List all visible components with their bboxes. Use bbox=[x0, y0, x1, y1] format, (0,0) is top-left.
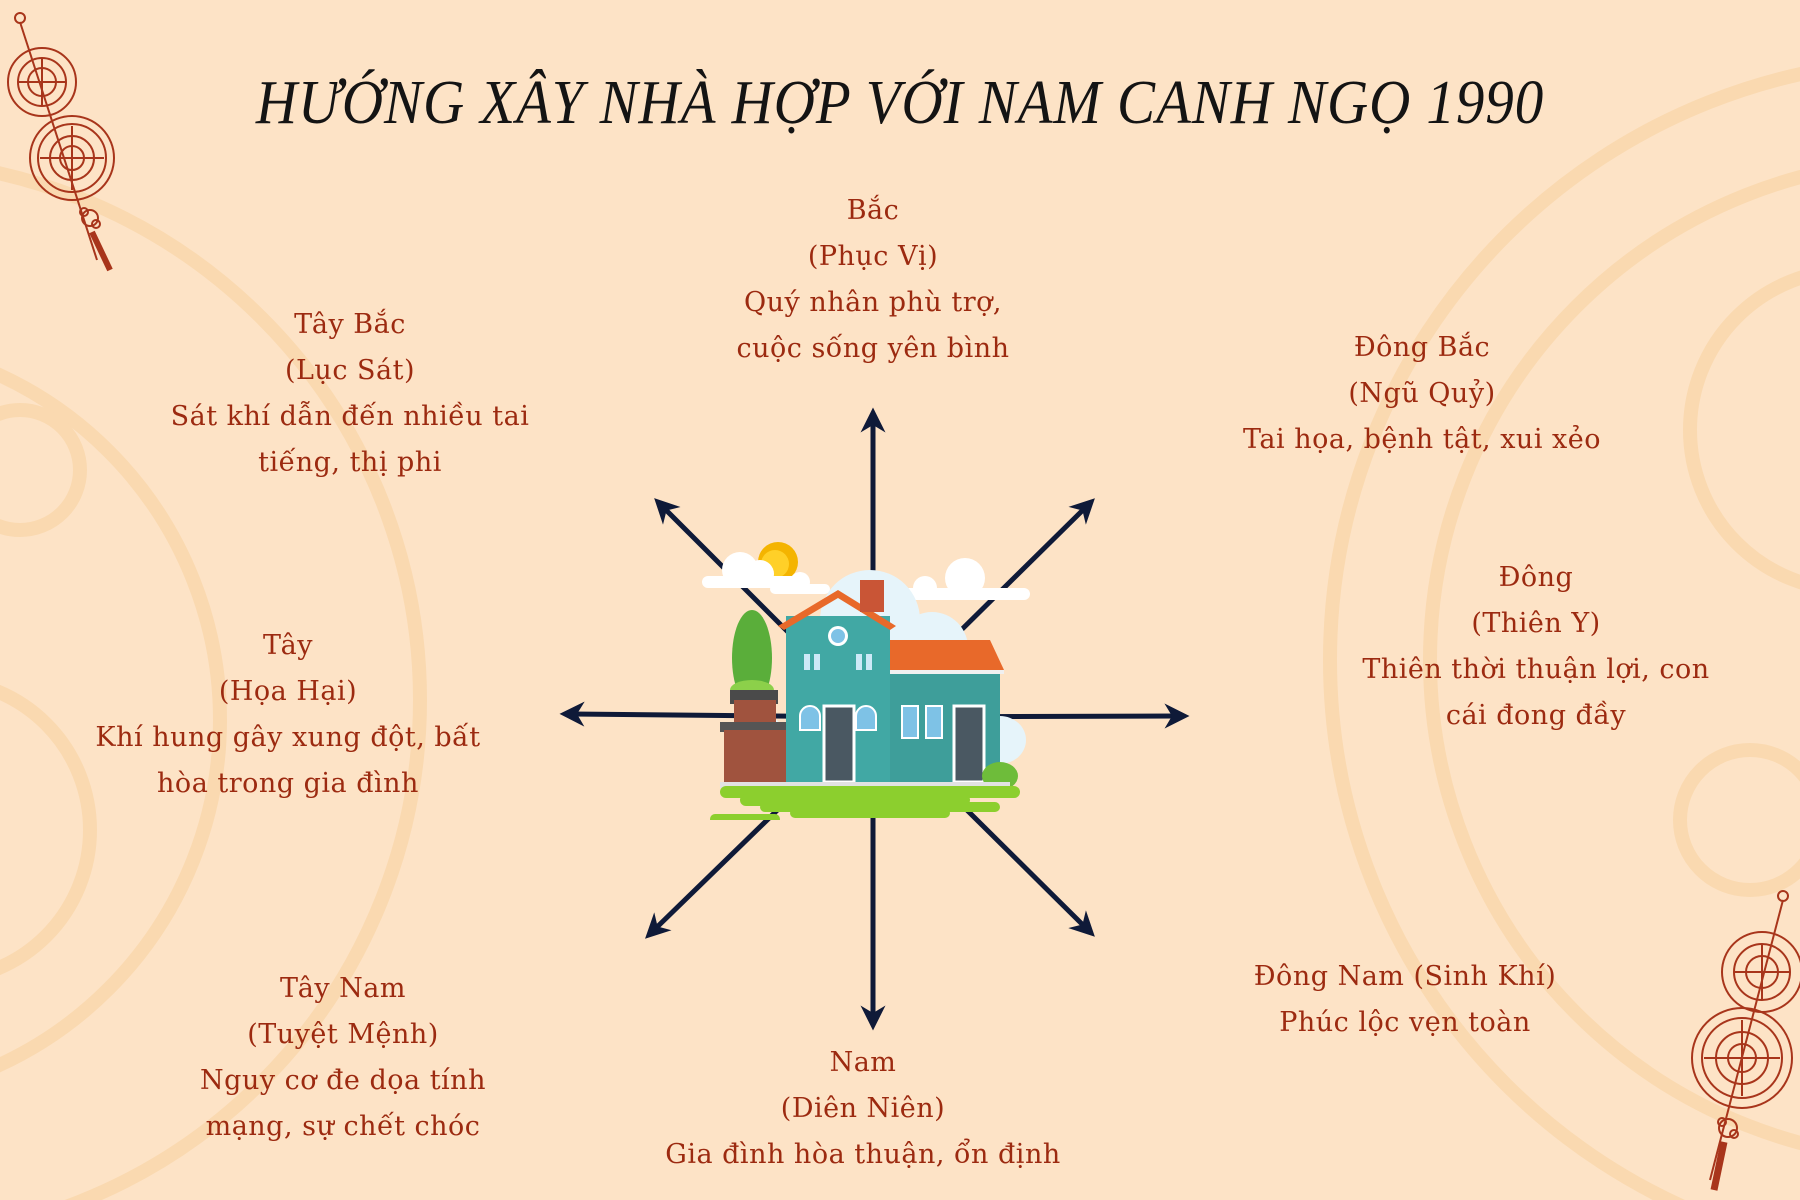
direction-southeast: Đông Nam (Sinh Khí) Phúc lộc vẹn toàn bbox=[1205, 954, 1605, 1046]
direction-northwest: Tây Bắc (Lục Sát) Sát khí dẫn đến nhiều … bbox=[150, 302, 550, 486]
direction-name: Tây bbox=[262, 630, 314, 661]
direction-star: (Họa Hại) bbox=[218, 676, 358, 707]
direction-star: (Tuyệt Mệnh) bbox=[247, 1019, 439, 1050]
direction-name: Đông Nam (Sinh Khí) bbox=[1253, 961, 1557, 992]
direction-desc: Phúc lộc vẹn toàn bbox=[1279, 1007, 1531, 1038]
direction-desc: Sát khí dẫn đến nhiều tai bbox=[170, 401, 530, 432]
direction-star: (Thiên Y) bbox=[1471, 608, 1601, 639]
direction-desc: Quý nhân phù trợ, bbox=[744, 287, 1002, 318]
direction-southwest: Tây Nam (Tuyệt Mệnh) Nguy cơ đe dọa tính… bbox=[143, 966, 543, 1150]
direction-northeast: Đông Bắc (Ngũ Quỷ) Tai họa, bệnh tật, xu… bbox=[1222, 325, 1622, 463]
direction-name: Đông bbox=[1498, 562, 1574, 593]
direction-name: Nam bbox=[829, 1047, 897, 1078]
house-illustration bbox=[702, 542, 1030, 820]
direction-desc: cái đong đầy bbox=[1445, 700, 1627, 731]
direction-name: Tây Nam bbox=[280, 973, 406, 1004]
lantern-ornament-icon bbox=[1691, 890, 1800, 1191]
direction-desc: mạng, sự chết chóc bbox=[205, 1111, 481, 1142]
direction-desc: Khí hung gây xung đột, bất bbox=[95, 722, 481, 753]
direction-star: (Lục Sát) bbox=[284, 355, 416, 386]
lantern-ornament-icon bbox=[7, 12, 115, 272]
page-title: HƯỚNG XÂY NHÀ HỢP VỚI NAM CANH NGỌ 1990 bbox=[255, 69, 1545, 137]
direction-north: Bắc (Phục Vị) Quý nhân phù trợ, cuộc sốn… bbox=[673, 188, 1073, 372]
direction-name: Tây Bắc bbox=[294, 309, 406, 340]
direction-star: (Diên Niên) bbox=[780, 1093, 946, 1124]
direction-desc: hòa trong gia đình bbox=[157, 768, 419, 799]
direction-desc: Nguy cơ đe dọa tính bbox=[200, 1065, 486, 1096]
direction-star: (Ngũ Quỷ) bbox=[1348, 378, 1496, 409]
direction-name: Bắc bbox=[846, 195, 900, 226]
direction-east: Đông (Thiên Y) Thiên thời thuận lợi, con… bbox=[1336, 555, 1736, 739]
direction-star: (Phục Vị) bbox=[807, 241, 939, 272]
direction-desc: cuộc sống yên bình bbox=[736, 333, 1010, 364]
direction-desc: Tai họa, bệnh tật, xui xẻo bbox=[1242, 424, 1601, 455]
direction-west: Tây (Họa Hại) Khí hung gây xung đột, bất… bbox=[88, 623, 488, 807]
direction-south: Nam (Diên Niên) Gia đình hòa thuận, ổn đ… bbox=[663, 1040, 1063, 1178]
direction-desc: Thiên thời thuận lợi, con bbox=[1362, 654, 1710, 685]
direction-desc: Gia đình hòa thuận, ổn định bbox=[665, 1139, 1061, 1170]
direction-desc: tiếng, thị phi bbox=[258, 447, 442, 478]
direction-name: Đông Bắc bbox=[1353, 332, 1491, 363]
